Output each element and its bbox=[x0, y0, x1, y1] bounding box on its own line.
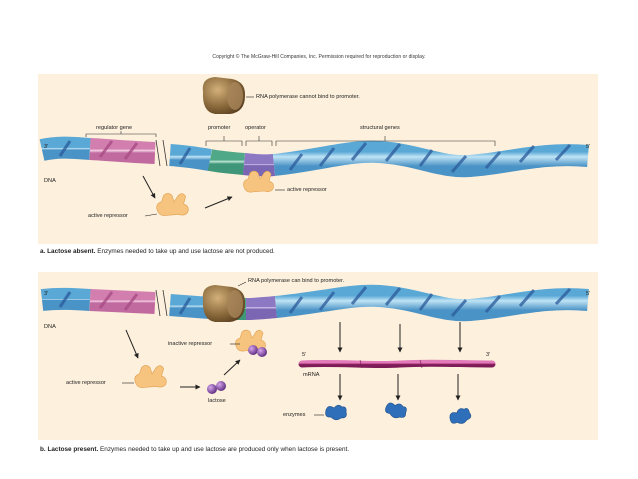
enzyme-3-b bbox=[447, 405, 473, 428]
operator-segment-b bbox=[245, 296, 278, 320]
regulator-gene-segment-b bbox=[89, 289, 156, 314]
arrow-lactose-to-inactive-b bbox=[223, 359, 241, 376]
rna-polymerase-a bbox=[202, 77, 246, 114]
polymerase-note-a: RNA polymerase cannot bind to promoter. bbox=[256, 94, 360, 100]
leader-free-repressor-a bbox=[144, 213, 158, 217]
polymerase-note-b: RNA polymerase can bind to promoter. bbox=[248, 278, 345, 284]
promoter-segment-a bbox=[207, 149, 245, 175]
label-active-repressor-free-a: active repressor bbox=[88, 213, 128, 219]
lactose-molecule-b bbox=[207, 381, 226, 394]
dna-end-5-b: 5' bbox=[586, 291, 591, 297]
enzyme-2-b bbox=[383, 400, 409, 421]
arrow-repressor-to-operator-a bbox=[204, 196, 233, 209]
dna-strand-b bbox=[40, 284, 589, 322]
label-mrna-b: mRNA bbox=[303, 372, 320, 378]
label-active-repressor-bound-a: active repressor bbox=[287, 187, 327, 193]
dna-label-b: DNA bbox=[44, 324, 56, 330]
active-repressor-free-b bbox=[134, 365, 167, 388]
caption-lactose-absent: a. Lactose absent. Enzymes needed to tak… bbox=[40, 248, 275, 255]
copyright-notice: Copyright © The McGraw-Hill Companies, I… bbox=[212, 54, 426, 60]
caption-lactose-present: b. Lactose present. Enzymes needed to ta… bbox=[40, 446, 350, 453]
dna-strand-a bbox=[39, 136, 589, 178]
label-lactose-b: lactose bbox=[208, 398, 226, 404]
rna-polymerase-b bbox=[202, 285, 246, 322]
gene-brackets-a bbox=[85, 131, 496, 146]
enzyme-1-b bbox=[325, 404, 347, 421]
label-promoter: promoter bbox=[208, 125, 231, 131]
dna-end-3-b: 3' bbox=[44, 291, 49, 297]
lactose-on-repressor-b bbox=[248, 345, 267, 357]
mrna-end-5: 5' bbox=[302, 352, 307, 358]
label-inactive-repressor-b: inactive repressor bbox=[168, 341, 213, 347]
translation-arrows-b bbox=[337, 374, 461, 401]
operator-segment-a bbox=[242, 153, 276, 177]
dna-label-a: DNA bbox=[44, 178, 56, 184]
label-structural-genes: structural genes bbox=[360, 125, 400, 131]
label-active-repressor-b: active repressor bbox=[66, 380, 106, 386]
active-repressor-free-a bbox=[156, 193, 189, 216]
mrna-strand-b bbox=[298, 359, 496, 369]
arrow-regulator-to-repressor-b bbox=[125, 329, 139, 359]
structural-genes-segment-b bbox=[275, 284, 589, 322]
label-regulator-gene: regulator gene bbox=[96, 125, 133, 131]
dna-end-3-a: 3' bbox=[44, 144, 49, 150]
polymerase-note-leader-b bbox=[237, 281, 247, 287]
arrow-regulator-to-repressor-a bbox=[142, 175, 156, 199]
transcription-arrows-b bbox=[337, 322, 463, 353]
mrna-end-3: 3' bbox=[486, 352, 491, 358]
label-enzymes-b: enzymes bbox=[283, 412, 306, 418]
structural-genes-segment-a bbox=[272, 140, 589, 178]
regulator-gene-segment-a bbox=[89, 138, 156, 164]
dna-end-5-a: 5' bbox=[586, 144, 591, 150]
label-operator: operator bbox=[245, 125, 266, 131]
